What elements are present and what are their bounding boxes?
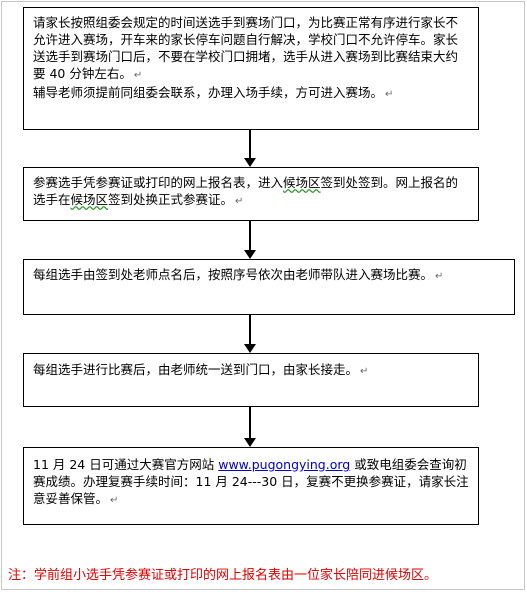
flow-step-2-part-3: 签到处换正式参赛证。 — [108, 192, 234, 207]
flow-step-2: 参赛选手凭参赛证或打印的网上报名表，进入候场区签到处签到。网上报名的选手在候场区… — [23, 167, 479, 221]
flow-step-5-part-2: 或致电组委会查询初赛成绩。办理复赛手续时间：11 月 24---30 日，复赛不… — [33, 457, 469, 506]
flow-step-1-line-1: 请家长按照组委会规定的时间送选手到赛场门口，为比赛正常有序进行家长不允许进入赛场… — [33, 15, 459, 81]
paragraph-mark-icon: ↵ — [360, 366, 369, 377]
flow-step-3: 每组选手由签到处老师点名后，按照序号依次由老师带队进入赛场比赛。↵ — [23, 259, 515, 315]
arrow-down-icon — [244, 315, 256, 353]
flow-step-5-part-1: 11 月 24 日可通过大赛官方网站 — [33, 457, 219, 472]
flow-step-1-text: 请家长按照组委会规定的时间送选手到赛场门口，为比赛正常有序进行家长不允许进入赛场… — [33, 14, 469, 84]
paragraph-mark-icon: ↵ — [133, 70, 143, 81]
paragraph-mark-icon: ↵ — [435, 271, 444, 282]
flow-step-4: 每组选手进行比赛后，由老师统一送到门口，由家长接走。↵ — [23, 353, 479, 407]
arrow-down-icon — [244, 130, 256, 167]
paragraph-mark-icon: ↵ — [385, 89, 394, 100]
arrow-down-icon — [244, 221, 256, 259]
flow-step-2-underline-1: 候场区 — [283, 175, 321, 190]
flow-step-1: 请家长按照组委会规定的时间送选手到赛场门口，为比赛正常有序进行家长不允许进入赛场… — [23, 7, 479, 130]
paragraph-mark-icon: ↵ — [110, 495, 119, 506]
flow-step-2-part-1: 参赛选手凭参赛证或打印的网上报名表，进入 — [33, 175, 284, 190]
flow-step-1-text-2: 辅导老师须提前同组委会联系，办理入场手续，方可进入赛场。↵ — [33, 84, 469, 103]
flow-step-2-text: 参赛选手凭参赛证或打印的网上报名表，进入候场区签到处签到。网上报名的选手在候场区… — [33, 174, 469, 210]
website-link[interactable]: www.pugongying.org — [218, 457, 351, 472]
footnote: 注：学前组小选手凭参赛证或打印的网上报名表由一位家长陪同进候场区。 — [8, 568, 438, 583]
flow-step-4-text: 每组选手进行比赛后，由老师统一送到门口，由家长接走。↵ — [33, 361, 469, 380]
flow-step-3-line: 每组选手由签到处老师点名后，按照序号依次由老师带队进入赛场比赛。 — [33, 267, 434, 282]
flow-step-5: 11 月 24 日可通过大赛官方网站 www.pugongying.org 或致… — [23, 447, 479, 525]
flow-step-1-line-2: 辅导老师须提前同组委会联系，办理入场手续，方可进入赛场。 — [33, 85, 384, 100]
flow-step-5-text: 11 月 24 日可通过大赛官方网站 www.pugongying.org 或致… — [33, 456, 469, 509]
flow-step-2-part-2: 签到处签到。网上报名的选手在 — [33, 175, 459, 207]
flow-step-3-text: 每组选手由签到处老师点名后，按照序号依次由老师带队进入赛场比赛。↵ — [33, 266, 505, 285]
flow-step-4-line: 每组选手进行比赛后，由老师统一送到门口，由家长接走。 — [33, 362, 359, 377]
arrow-down-icon — [244, 407, 256, 447]
flow-step-2-underline-2: 候场区 — [70, 192, 109, 207]
paragraph-mark-icon: ↵ — [235, 196, 244, 207]
